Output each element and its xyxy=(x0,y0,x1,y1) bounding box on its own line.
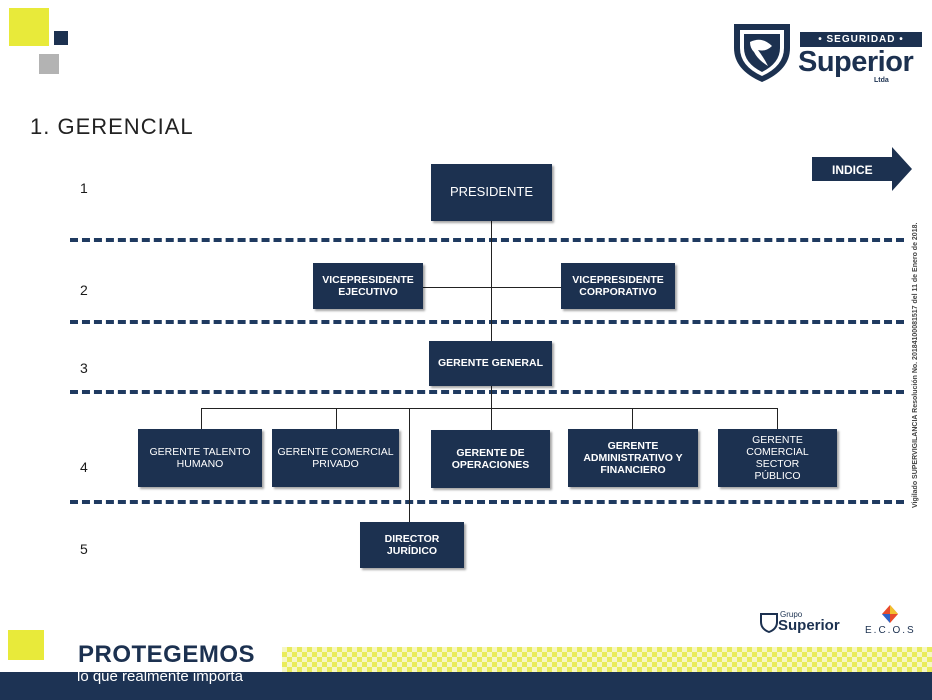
decor-yellow-square xyxy=(8,630,44,660)
org-box-gerente-operaciones[interactable]: GERENTE DE OPERACIONES xyxy=(431,430,550,488)
decor-yellow-square xyxy=(9,8,49,46)
org-box-vp-ejecutivo[interactable]: VICEPRESIDENTE EJECUTIVO xyxy=(313,263,423,309)
org-box-gerente-administrativo[interactable]: GERENTE ADMINISTRATIVO Y FINANCIERO xyxy=(568,429,698,487)
indice-button[interactable]: INDICE xyxy=(812,147,912,191)
shield-icon xyxy=(734,24,790,82)
grupo-prefix: Grupo xyxy=(780,610,803,619)
page-title: 1. GERENCIAL xyxy=(30,114,194,139)
org-box-director-juridico[interactable]: DIRECTOR JURÍDICO xyxy=(360,522,464,568)
org-box-vp-corporativo[interactable]: VICEPRESIDENTE CORPORATIVO xyxy=(561,263,675,309)
ecos-label: E.C.O.S xyxy=(865,625,916,636)
footer-bar xyxy=(0,672,932,700)
org-box-presidente[interactable]: PRESIDENTE xyxy=(431,164,552,221)
brand-name: Superior xyxy=(798,46,914,78)
level-number: 1 xyxy=(80,180,88,196)
org-box-gerente-general[interactable]: GERENTE GENERAL xyxy=(429,341,552,386)
org-box-gerente-talento-humano[interactable]: GERENTE TALENTO HUMANO xyxy=(138,429,262,487)
connector-line xyxy=(777,408,778,429)
brand-logo: • SEGURIDAD • Superior Ltda xyxy=(728,18,928,86)
connector-line xyxy=(201,408,777,409)
shield-icon xyxy=(760,613,778,633)
level-number: 4 xyxy=(80,459,88,475)
level-divider xyxy=(70,238,904,242)
level-divider xyxy=(70,500,904,504)
level-number: 5 xyxy=(80,541,88,557)
connector-line xyxy=(336,408,337,429)
checker-strip xyxy=(282,647,932,673)
connector-line xyxy=(201,408,202,429)
level-number: 3 xyxy=(80,360,88,376)
brand-suffix: Ltda xyxy=(874,77,889,84)
org-box-gerente-comercial-privado[interactable]: GERENTE COMERCIAL PRIVADO xyxy=(272,429,399,487)
arrow-right-icon xyxy=(812,147,912,191)
slogan: PROTEGEMOS xyxy=(78,641,256,668)
connector-line xyxy=(409,408,410,522)
level-number: 2 xyxy=(80,282,88,298)
connector-line xyxy=(632,408,633,429)
decor-navy-square xyxy=(54,31,68,45)
level-divider xyxy=(70,320,904,324)
connector-line xyxy=(491,221,492,341)
ecos-emblem-icon xyxy=(882,605,898,623)
tagline: lo que realmente importa xyxy=(77,668,243,685)
side-note: Vigilado SUPERVIGILANCIA Resolución No. … xyxy=(912,222,919,508)
brand-tag: • SEGURIDAD • xyxy=(800,32,922,47)
level-divider xyxy=(70,390,904,394)
decor-gray-square xyxy=(39,54,59,74)
connector-line xyxy=(423,287,561,288)
grupo-superior-logo: Grupo Superior xyxy=(760,610,852,638)
indice-label: INDICE xyxy=(832,163,873,177)
grupo-name: Superior xyxy=(778,617,840,634)
ecos-logo: E.C.O.S xyxy=(864,604,916,640)
org-box-gerente-comercial-publico[interactable]: GERENTE COMERCIAL SECTOR PÚBLICO xyxy=(718,429,837,487)
